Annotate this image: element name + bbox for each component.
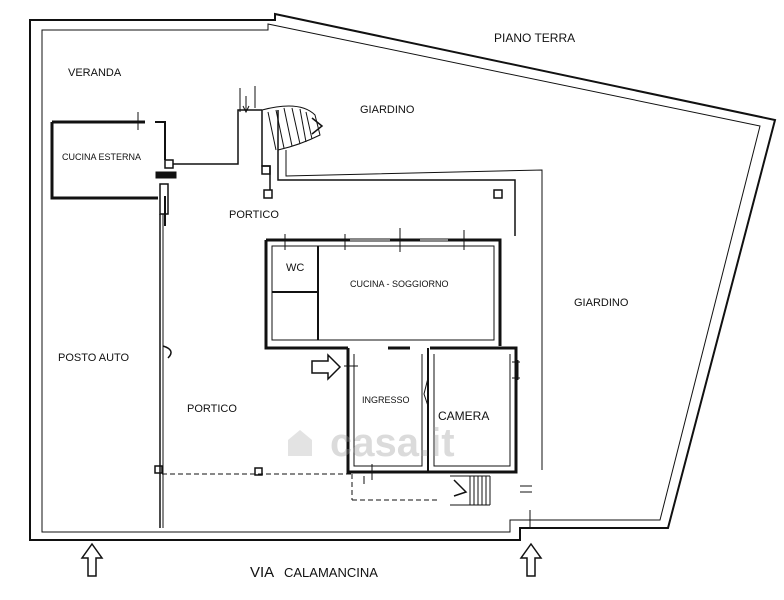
street-name: CALAMANCINA <box>284 565 378 580</box>
cucina-esterna-walls <box>50 109 262 226</box>
room-label-posto-auto: POSTO AUTO <box>58 352 130 364</box>
pillar <box>254 467 263 476</box>
floor-title: PIANO TERRA <box>494 31 575 45</box>
stair-top <box>239 86 324 151</box>
watermark: casa.it <box>288 421 455 465</box>
room-label-wc: WC <box>286 262 304 274</box>
room-label-portico-top: PORTICO <box>229 209 279 221</box>
room-label-portico-main: PORTICO <box>187 403 237 415</box>
stair-bottom <box>450 475 532 528</box>
access-arrow-right-icon <box>519 542 543 577</box>
street-prefix: VIA <box>250 564 274 581</box>
watermark-text: casa.it <box>330 421 455 465</box>
access-arrow-left-icon <box>80 542 104 577</box>
room-label-giardino-right: GIARDINO <box>574 297 629 309</box>
room-label-cucina-soggiorno: CUCINA - SOGGIORNO <box>350 279 449 289</box>
posto-auto-wall <box>154 214 172 528</box>
lot-boundary <box>29 12 777 541</box>
room-label-ingresso: INGRESSO <box>362 395 410 405</box>
room-label-giardino-top: GIARDINO <box>360 104 415 116</box>
room-label-camera: CAMERA <box>438 409 489 423</box>
terrace-wall <box>261 110 543 470</box>
entry-arrow-icon <box>311 353 342 381</box>
room-label-cucina-esterna: CUCINA ESTERNA <box>62 152 141 162</box>
portico-dashed-edge <box>162 473 440 501</box>
house-walls <box>264 228 520 484</box>
room-label-veranda: VERANDA <box>68 67 122 79</box>
